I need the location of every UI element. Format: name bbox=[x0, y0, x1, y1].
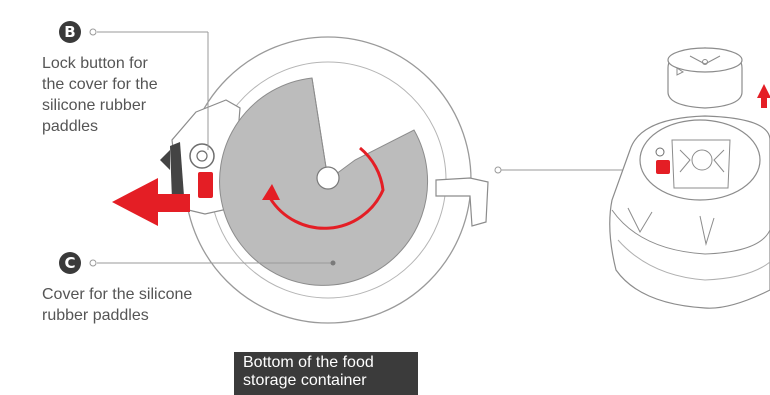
center-hole bbox=[317, 167, 339, 189]
caption-bottom-of-container: Bottom of the food storage container bbox=[234, 352, 418, 395]
callout-badge-c: C bbox=[59, 252, 81, 274]
cover-piece-illustration bbox=[668, 48, 742, 108]
container-base-illustration bbox=[610, 116, 770, 308]
callout-label-lock-button: Lock button for the cover for the silico… bbox=[42, 53, 158, 137]
lock-slider bbox=[198, 172, 213, 198]
callout-label-paddle-cover: Cover for the silicone rubber paddles bbox=[42, 284, 192, 326]
lift-arrow-icon bbox=[757, 84, 770, 108]
callout-badge-b: B bbox=[59, 21, 81, 43]
